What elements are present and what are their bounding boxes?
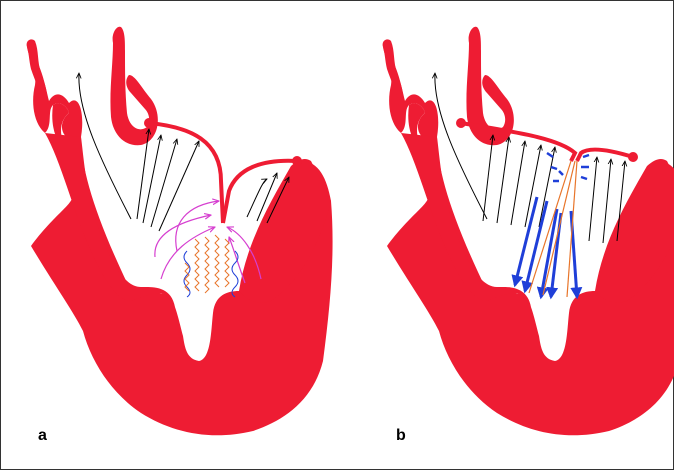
heart-silhouette-a (27, 27, 333, 436)
panel-b (383, 27, 674, 436)
panel-label-b: b (396, 427, 406, 445)
black-arrows-b (435, 73, 625, 243)
panel-a (27, 27, 333, 436)
valve-node-right-b (628, 152, 638, 162)
valve-node-left-a (144, 118, 154, 128)
orange-zigzags-a (185, 235, 229, 293)
valve-node-right-a (292, 156, 302, 166)
panel-label-a: a (38, 427, 47, 445)
black-arrows-a (79, 73, 289, 231)
valve-node-left-b (456, 118, 466, 128)
